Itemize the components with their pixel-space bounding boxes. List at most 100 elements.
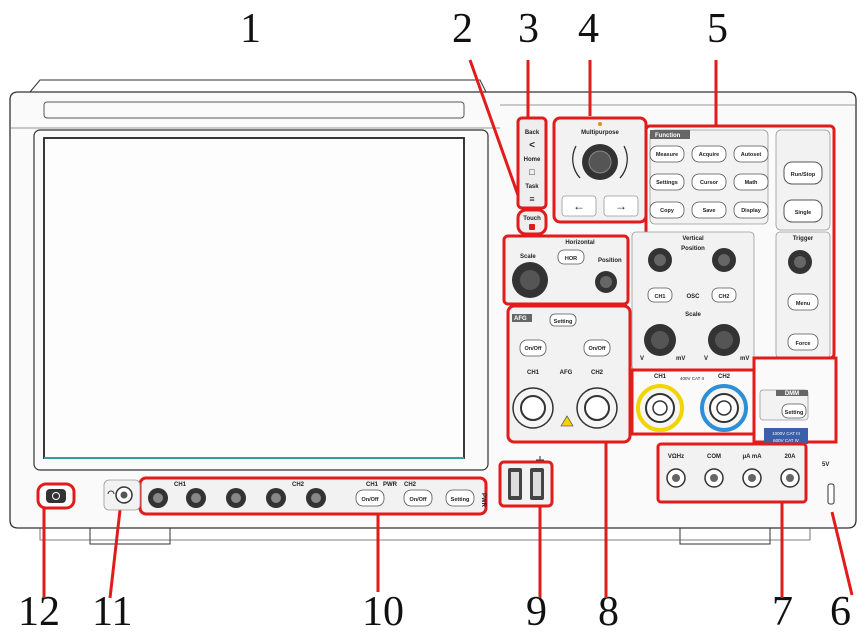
afg-ch1-label: CH1 bbox=[527, 370, 540, 376]
trigger-menu-button[interactable] bbox=[787, 293, 819, 311]
callout-12: 12 bbox=[18, 589, 60, 632]
probe-comp: 5V bbox=[822, 462, 835, 505]
pwr-mid-label: PWR bbox=[383, 482, 398, 488]
callout-2: 2 bbox=[452, 6, 473, 52]
afg-setting-label: Setting bbox=[554, 319, 573, 325]
back-label: Back bbox=[525, 130, 540, 136]
function-button-label: Settings bbox=[656, 180, 678, 186]
function-button-label: Display bbox=[741, 208, 762, 214]
ch1-label: CH1 bbox=[654, 294, 665, 300]
ch1-button[interactable] bbox=[647, 287, 673, 303]
single-button[interactable] bbox=[783, 199, 823, 223]
home-button[interactable]: □ bbox=[529, 167, 535, 177]
dmm-a-label: 20A bbox=[784, 454, 796, 460]
function-button-autoset[interactable] bbox=[733, 145, 769, 163]
probe-comp-terminal[interactable] bbox=[827, 483, 835, 505]
task-button[interactable]: ≡ bbox=[529, 194, 534, 204]
afg-ch2-onoff-button[interactable] bbox=[583, 339, 611, 357]
callout-5: 5 bbox=[707, 6, 728, 52]
dmm-setting-label: Setting bbox=[785, 410, 804, 416]
pwr-output-jack-core bbox=[311, 493, 321, 503]
bnc-ch2-label: CH2 bbox=[718, 374, 731, 380]
trigger-title: Trigger bbox=[793, 236, 814, 242]
hor-button[interactable] bbox=[557, 249, 585, 265]
pwr-ch2-onoff-button[interactable] bbox=[403, 489, 433, 507]
ch2-v-label: V bbox=[704, 356, 708, 362]
pwr-ch2-onoff-label: On/Off bbox=[409, 497, 426, 503]
pwr-ch1-onoff-label: On/Off bbox=[361, 497, 378, 503]
callout-4: 4 bbox=[578, 6, 599, 52]
dmm-setting-button[interactable] bbox=[781, 403, 807, 419]
power-button[interactable] bbox=[46, 489, 66, 503]
headphone-jack-group bbox=[103, 479, 141, 511]
dmm-com-label: COM bbox=[707, 454, 721, 460]
pwr-setting-label: Setting bbox=[451, 497, 470, 503]
function-button-label: Save bbox=[703, 208, 716, 214]
pwr-ch1-label-b: CH1 bbox=[366, 482, 379, 488]
touch-lock-icon[interactable] bbox=[529, 224, 535, 230]
function-button-copy[interactable] bbox=[649, 201, 685, 219]
nav-button-column: Back < Home □ Task ≡ bbox=[516, 116, 548, 210]
function-button-label: Acquire bbox=[699, 152, 719, 158]
horizontal-title: Horizontal bbox=[565, 240, 595, 246]
multipurpose-title: Multipurpose bbox=[581, 130, 619, 136]
ch2-button[interactable] bbox=[711, 287, 737, 303]
single-label: Single bbox=[795, 210, 812, 216]
pwr-setting-button[interactable] bbox=[445, 489, 475, 507]
function-button-acquire[interactable] bbox=[691, 145, 727, 163]
function-button-label: Copy bbox=[660, 208, 675, 214]
function-button-label: Math bbox=[745, 180, 758, 186]
callout-1: 1 bbox=[240, 6, 261, 52]
dmm-rating-1: 1000V CAT III bbox=[772, 431, 800, 436]
touch-lock-group: Touch bbox=[516, 208, 548, 236]
pwr-output-jack-core bbox=[153, 493, 163, 503]
function-button-save[interactable] bbox=[691, 201, 727, 219]
multipurpose-left-button[interactable] bbox=[561, 195, 597, 217]
right-arrow-icon: → bbox=[615, 199, 627, 213]
function-button-measure[interactable] bbox=[649, 145, 685, 163]
horizontal-position-label: Position bbox=[598, 258, 622, 264]
pwr-output-jack-core bbox=[271, 493, 281, 503]
pwr-ch1-onoff-button[interactable] bbox=[355, 489, 385, 507]
horizontal-group: Horizontal Scale HOR Position bbox=[502, 234, 630, 306]
hor-label: HOR bbox=[565, 256, 577, 262]
headphone-icon bbox=[107, 490, 115, 495]
afg-setting-button[interactable] bbox=[549, 313, 577, 327]
force-label: Force bbox=[796, 341, 811, 347]
function-button-label: Autoset bbox=[741, 152, 762, 158]
pwr-output-jack-core bbox=[191, 493, 201, 503]
dmm-ua-label: μA mA bbox=[742, 454, 762, 460]
afg-ch1-onoff-button[interactable] bbox=[519, 339, 547, 357]
dmm-title: DMM bbox=[785, 391, 799, 397]
multipurpose-right-button[interactable] bbox=[603, 195, 639, 217]
osc-bnc-inputs: CH1 CH2 400V CAT II bbox=[630, 368, 756, 436]
callout-11: 11 bbox=[92, 589, 132, 632]
ch1-v-label: V bbox=[640, 356, 644, 362]
function-button-label: Measure bbox=[656, 152, 678, 158]
afg-ch2-label: CH2 bbox=[591, 370, 604, 376]
back-button[interactable]: < bbox=[529, 140, 535, 151]
function-button-display[interactable] bbox=[733, 201, 769, 219]
trigger-group: Trigger Menu Force bbox=[775, 231, 831, 359]
function-title: Function bbox=[655, 133, 681, 139]
multipurpose-group: Multipurpose ← → bbox=[552, 116, 648, 224]
vertical-group: Vertical Position CH1 OSC CH2 Scale V mV… bbox=[631, 231, 755, 371]
afg-ch1-onoff-label: On/Off bbox=[524, 346, 541, 352]
multipurpose-indicator-icon bbox=[598, 122, 602, 126]
dmm-group: DMM Setting 1000V CAT III 600V CAT IV VΩ… bbox=[656, 389, 809, 504]
task-label: Task bbox=[525, 184, 539, 190]
function-button-label: Cursor bbox=[700, 180, 719, 186]
function-button-settings[interactable] bbox=[649, 173, 685, 191]
function-button-math[interactable] bbox=[733, 173, 769, 191]
pwr-ch1-label: CH1 bbox=[174, 482, 187, 488]
probe-comp-label: 5V bbox=[822, 462, 829, 468]
pwr-side-label: PWR bbox=[480, 493, 486, 508]
callout-7: 7 bbox=[772, 589, 793, 632]
bnc-ch1-label: CH1 bbox=[654, 374, 667, 380]
function-button-cursor[interactable] bbox=[691, 173, 727, 191]
force-button[interactable] bbox=[787, 333, 819, 351]
run-stop-button[interactable] bbox=[783, 161, 823, 185]
power-button-group bbox=[36, 482, 76, 510]
